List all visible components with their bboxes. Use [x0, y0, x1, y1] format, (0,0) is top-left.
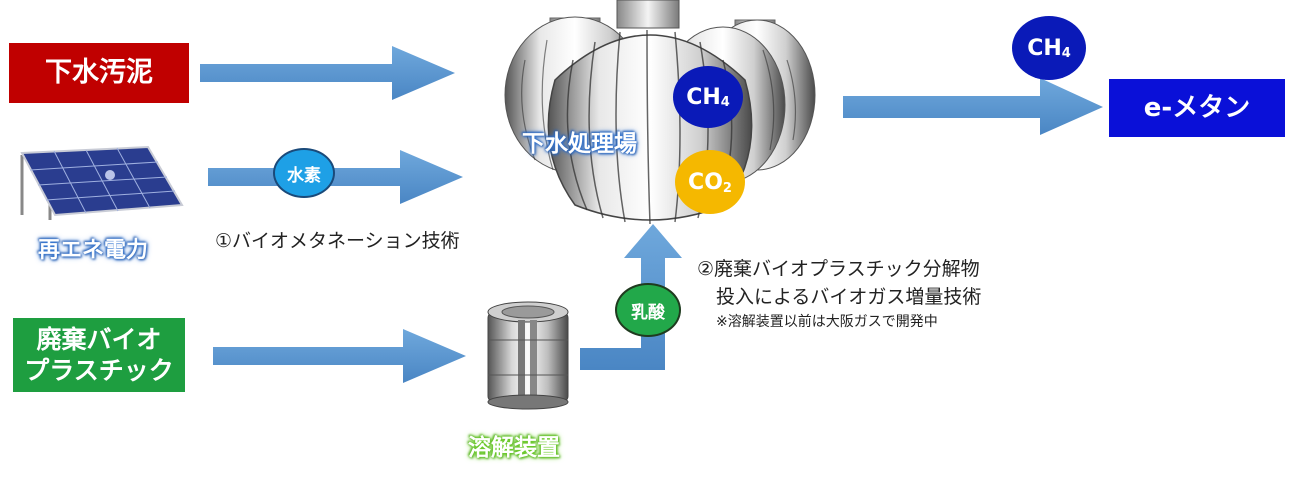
- bioplastic-label-line1: 廃棄バイオ: [36, 324, 162, 354]
- sludge-box: 下水汚泥: [9, 43, 189, 103]
- lactic-acid-badge: 乳酸: [615, 283, 681, 337]
- ch4-subscript: 4: [720, 95, 730, 110]
- tech2-remark: ※溶解装置以前は大阪ガスで開発中: [716, 314, 938, 330]
- co2-subscript: 2: [722, 181, 732, 196]
- sludge-label: 下水汚泥: [45, 57, 153, 89]
- output-box: e-メタン: [1109, 79, 1285, 137]
- arrow-bioplastic-to-dissolver: [213, 329, 466, 383]
- co2-formula: CO: [688, 169, 723, 195]
- arrow-plant-to-output: [843, 78, 1103, 135]
- tech2-note-line1: ②廃棄バイオプラスチック分解物: [697, 258, 980, 280]
- arrow-hydrogen-to-plant: [208, 150, 463, 204]
- renewable-label: 再エネ電力: [38, 238, 149, 263]
- hydrogen-label: 水素: [287, 165, 321, 186]
- dissolver-image: [487, 301, 569, 410]
- tech2-note-line2: 投入によるバイオガス増量技術: [716, 286, 982, 308]
- bioplastic-box: 廃棄バイオ プラスチック: [13, 318, 185, 392]
- lactic-acid-label: 乳酸: [631, 302, 665, 323]
- dissolver-label: 溶解装置: [468, 435, 560, 461]
- ch4-output-formula: CH: [1027, 35, 1062, 61]
- sewage-plant-image: [504, 0, 816, 225]
- bioplastic-label-line2: プラスチック: [24, 356, 174, 385]
- solar-panel-image: [20, 145, 184, 220]
- tech1-note: ①バイオメタネーション技術: [215, 230, 460, 252]
- plant-label: 下水処理場: [522, 131, 637, 157]
- ch4-formula: CH: [686, 84, 721, 110]
- hydrogen-badge: 水素: [273, 148, 335, 198]
- ch4-output-subscript: 4: [1061, 46, 1071, 61]
- output-label: e-メタン: [1143, 92, 1251, 123]
- arrow-sludge-to-plant: [200, 46, 455, 100]
